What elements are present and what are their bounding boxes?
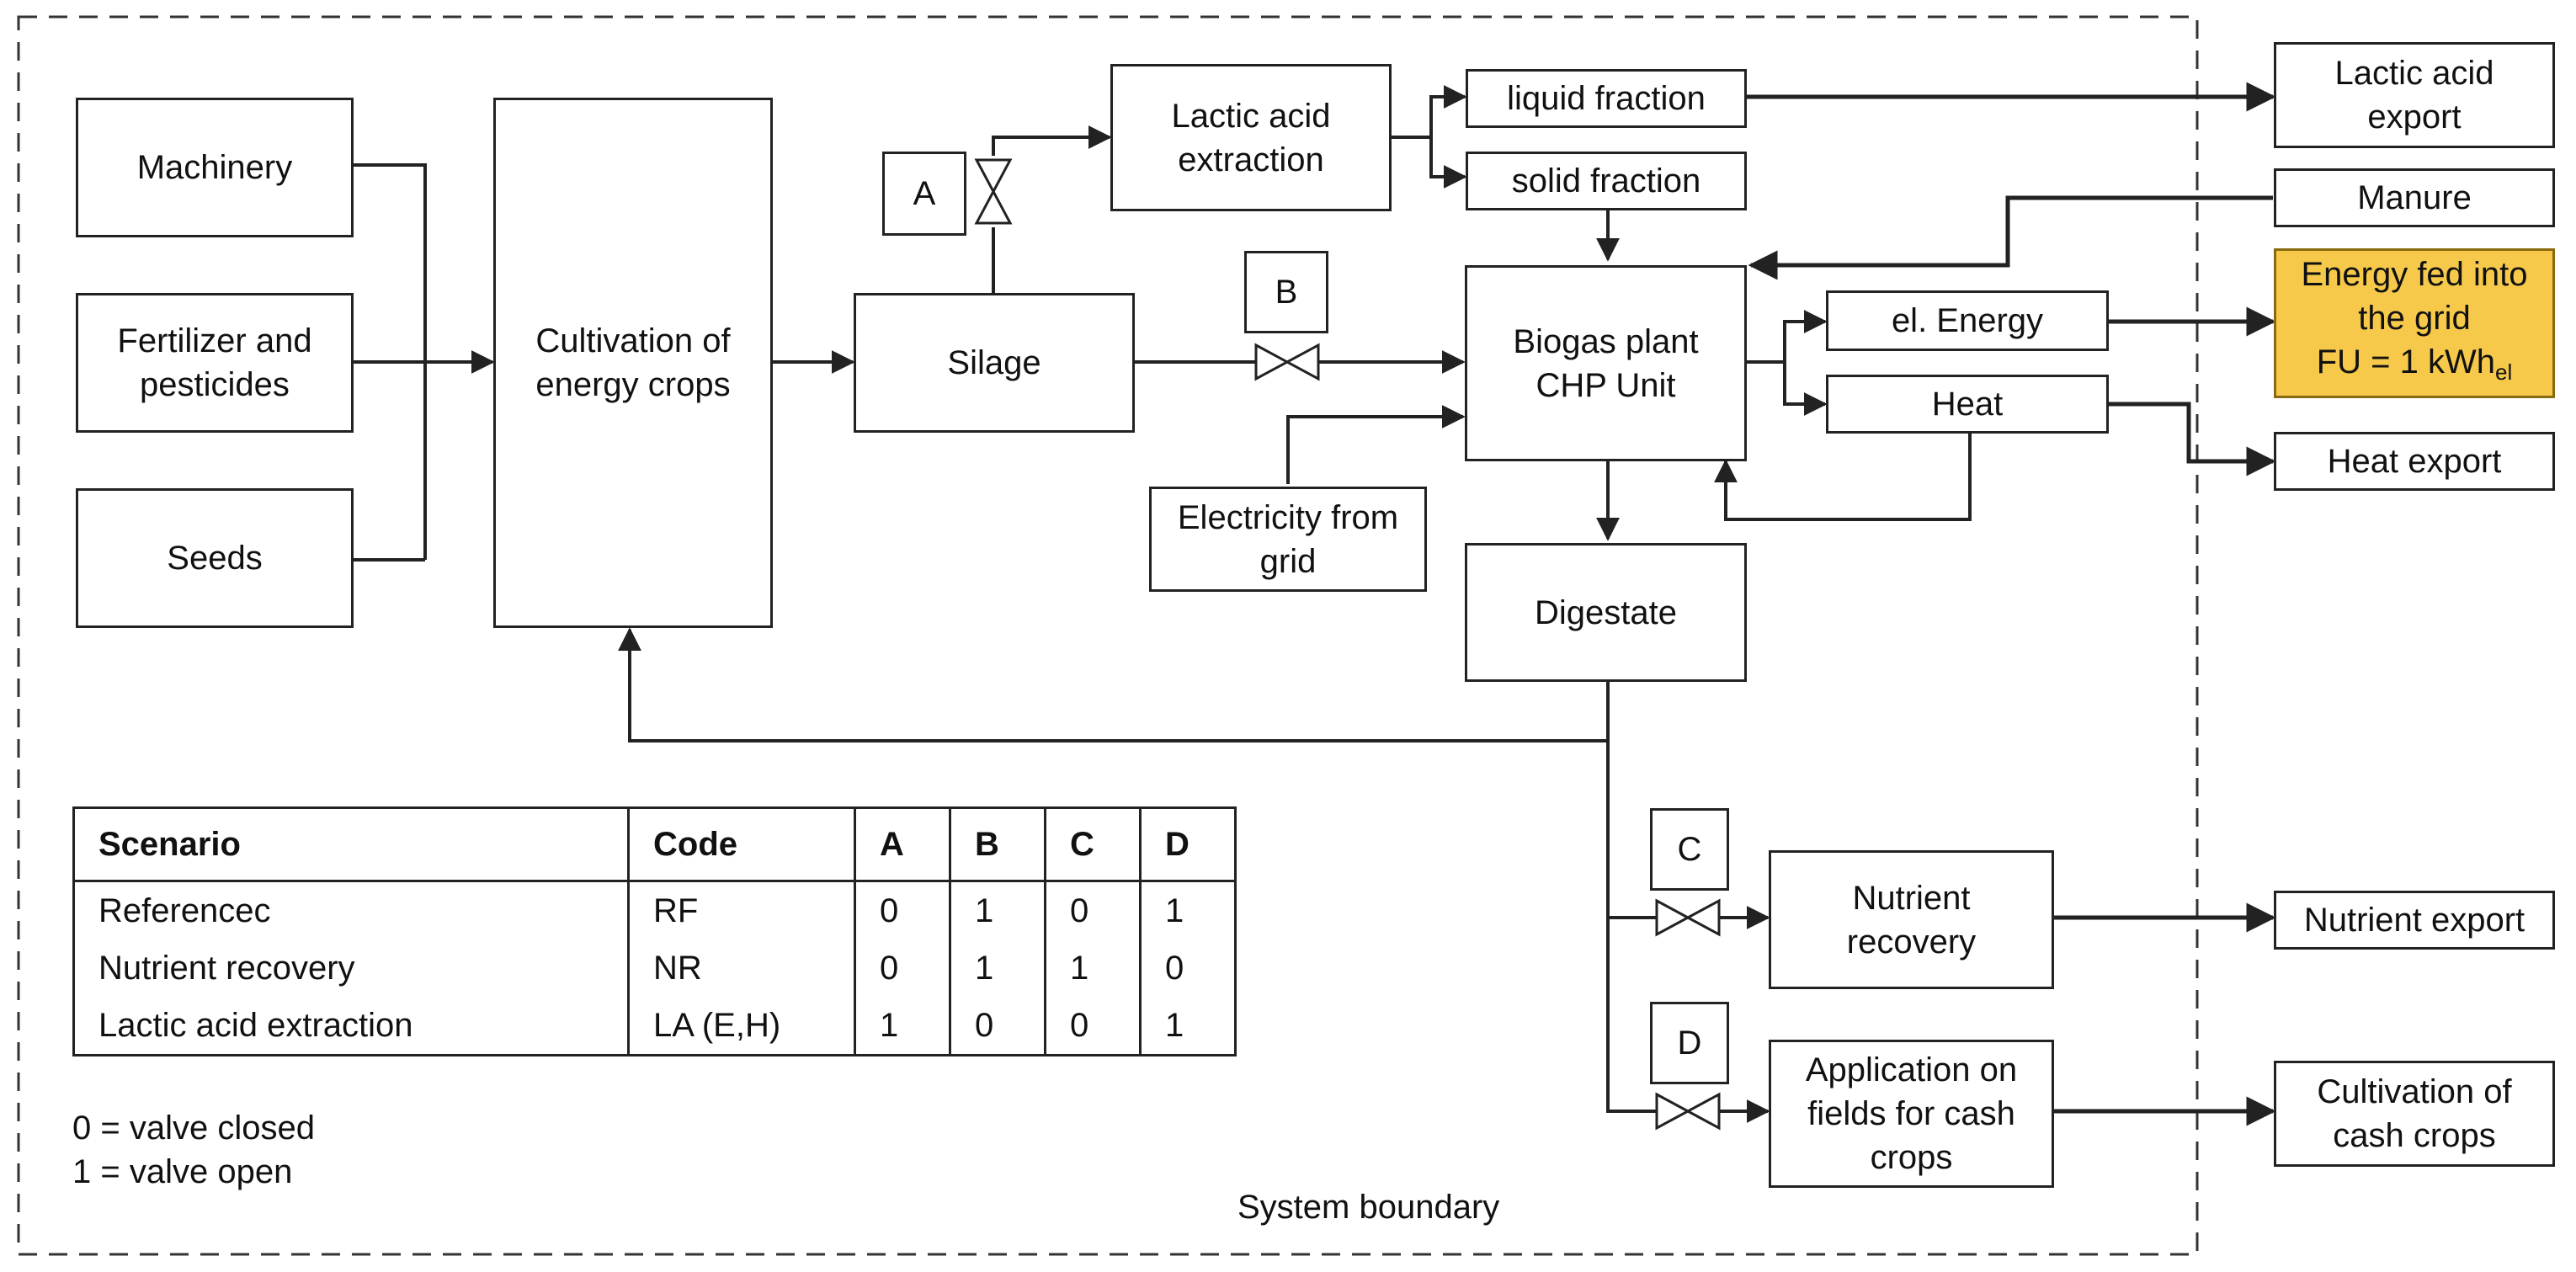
connector-heat-loop [1714,434,1972,521]
connector-biogas-split [1747,310,1828,364]
liquid-fraction-box: liquid fraction [1466,69,1747,128]
connector-manure-biogas [1748,195,2273,280]
cell-scenario: Nutrient recovery [98,949,355,987]
biogas-plant-box: Biogas plant CHP Unit [1465,265,1747,461]
cell-c: 0 [1044,881,1141,939]
machinery-box: Machinery [76,98,354,237]
header-d: D [1139,807,1236,882]
valve-d-icon [1655,1092,1721,1131]
header-a: A [854,807,950,882]
valve-c-icon [1655,898,1721,937]
connector-extraction-fractions [1392,85,1467,139]
system-boundary-frame [17,15,2199,1256]
valve-c-label: C [1650,808,1729,891]
valve-a-icon [974,158,1013,225]
cell-scenario: Referencec [98,891,271,929]
nutrient-recovery-box: Nutrient recovery [1769,850,2054,989]
connector-biogas-heat [1783,362,1828,416]
energy-grid-line2: the grid [2358,300,2471,337]
functional-unit-text: FU = 1 kWh [2316,343,2495,381]
cell-code: LA (E,H) [627,997,855,1056]
valve-a-label: A [882,152,966,236]
header-b: B [949,807,1046,882]
heat-export-box: Heat export [2274,432,2555,491]
legend-open: 1 = valve open [72,1153,293,1190]
cash-crops-box: Cultivation of cash crops [2274,1061,2555,1167]
cell-a: 0 [854,881,950,939]
scenario-table: Scenario Code A B C D Referencec RF 0 1 … [72,806,1237,1056]
valve-b-icon [1254,343,1320,381]
connector-electricity-biogas [1286,405,1466,484]
cell-d: 1 [1139,881,1236,939]
cell-c: 1 [1044,939,1141,997]
energy-grid-box: Energy fed into the grid FU = 1 kWhel [2274,248,2555,398]
electricity-grid-box: Electricity from grid [1149,487,1427,592]
cell-b: 1 [949,939,1046,997]
system-boundary-label: System boundary [1237,1189,1500,1226]
seeds-box: Seeds [76,488,354,628]
table-header-row: Scenario Code A B C D [73,807,1236,882]
connector-valve-a-extraction [992,125,1112,156]
lactic-export-box: Lactic acid export [2274,42,2555,148]
legend-closed: 0 = valve closed [72,1110,315,1147]
cell-scenario: Lactic acid extraction [98,1006,413,1044]
cell-b: 0 [949,997,1046,1056]
solid-fraction-box: solid fraction [1466,152,1747,210]
functional-unit: FU = 1 kWhel [2317,340,2513,394]
silage-box: Silage [854,293,1135,433]
cell-d: 1 [1139,997,1236,1056]
cell-d: 0 [1139,939,1236,997]
table-row: Referencec RF 0 1 0 1 [74,881,1236,939]
nutrient-export-box: Nutrient export [2274,891,2555,950]
table-row: Lactic acid extraction LA (E,H) 1 0 0 1 [74,997,1236,1056]
connector-digestate-return [618,627,1610,742]
functional-unit-subscript: el [2495,359,2513,385]
connector-extraction-solid [1429,137,1467,189]
cell-a: 1 [854,997,950,1056]
cell-a: 0 [854,939,950,997]
manure-box: Manure [2274,168,2555,227]
cell-code: RF [627,881,855,939]
connector-machinery [354,163,427,560]
header-c: C [1044,807,1141,882]
valve-d-label: D [1650,1002,1729,1084]
cell-c: 0 [1044,997,1141,1056]
digestate-box: Digestate [1465,543,1747,682]
cell-b: 1 [949,881,1046,939]
cultivation-box: Cultivation of energy crops [493,98,773,628]
valve-b-label: B [1244,251,1328,333]
header-scenario: Scenario [73,807,629,882]
fertilizer-box: Fertilizer and pesticides [76,293,354,433]
table-row: Nutrient recovery NR 0 1 1 0 [74,939,1236,997]
energy-grid-line1: Energy fed into [2301,256,2528,293]
connector-heat-export [2109,402,2276,476]
heat-box: Heat [1826,375,2109,434]
connector-digestate-down [1606,741,1657,1113]
application-box: Application on fields for cash crops [1769,1040,2054,1188]
el-energy-box: el. Energy [1826,290,2109,351]
lactic-extraction-box: Lactic acid extraction [1110,64,1392,211]
header-code: Code [627,807,855,882]
cell-code: NR [627,939,855,997]
